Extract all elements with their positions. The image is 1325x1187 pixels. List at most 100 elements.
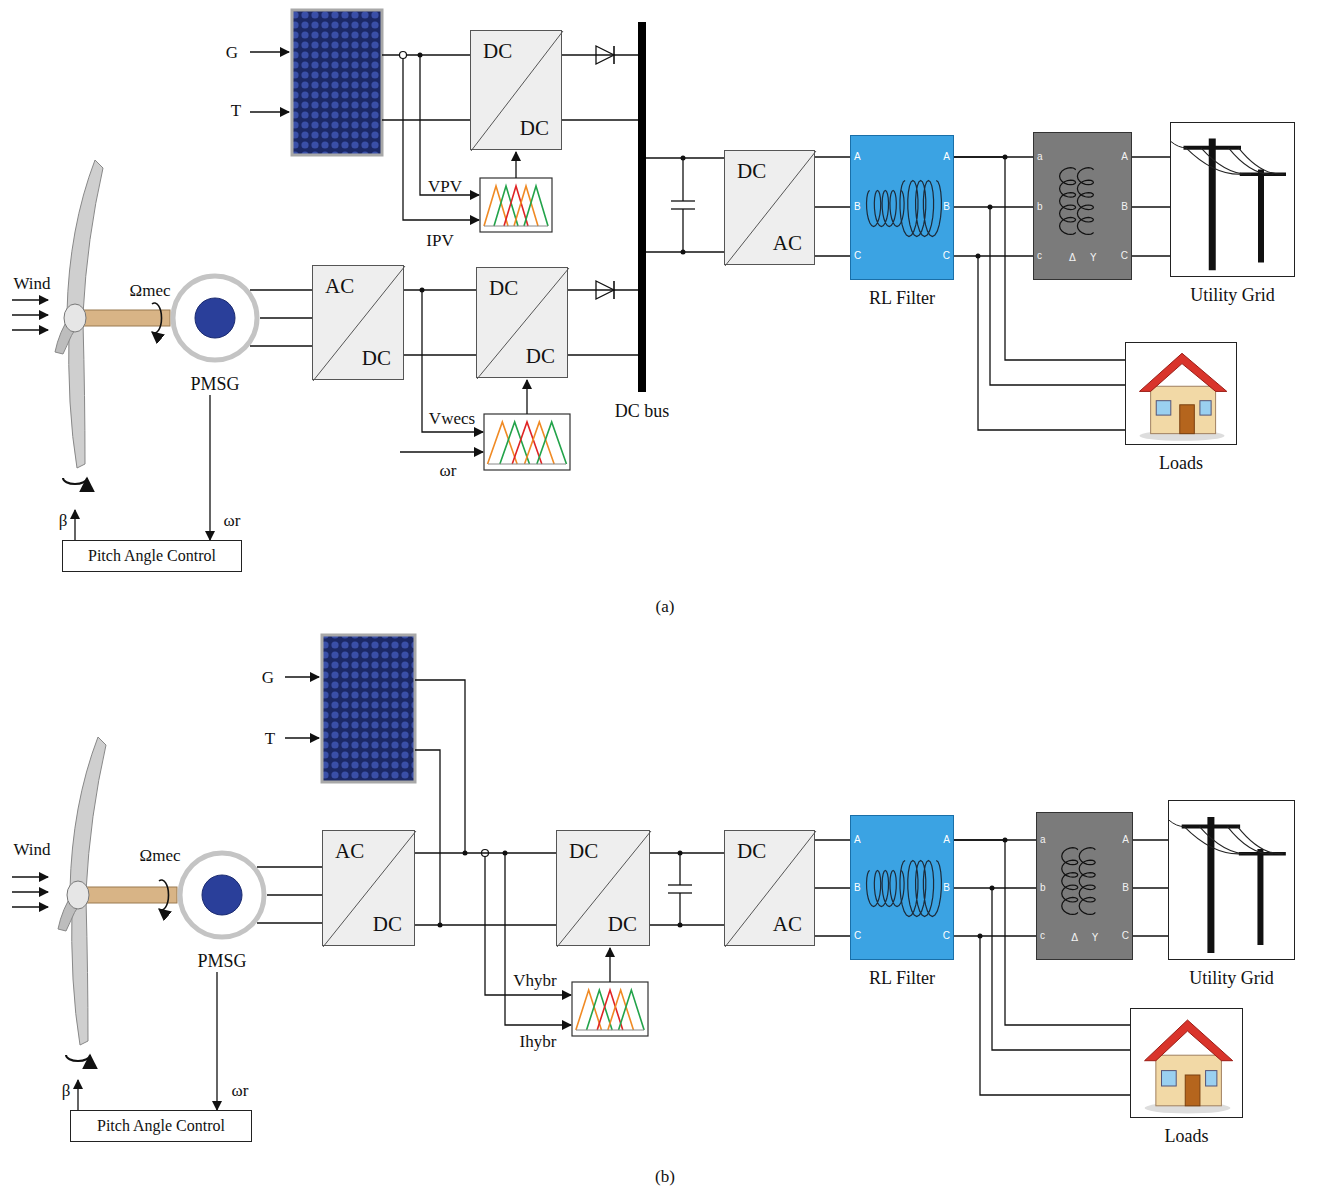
converter-box: DC DC (556, 830, 650, 946)
panel-caption: (b) (655, 1168, 675, 1185)
node-label: Pitch Angle Control (88, 548, 216, 564)
node-label: Loads (1165, 1127, 1209, 1145)
pmsg-generator: PMSG (170, 273, 260, 395)
drawing-part (488, 464, 566, 465)
power-connector (1133, 839, 1168, 840)
fuzzy-controller (480, 178, 552, 232)
voltage-signal: Vwecs (429, 410, 475, 427)
drawing-part (619, 990, 645, 1030)
wire (382, 119, 470, 120)
wire (954, 206, 1033, 207)
power-connector (415, 852, 556, 853)
speed-label: Ωmec (130, 282, 171, 299)
converter-box: DCDC (470, 30, 562, 150)
wire (568, 354, 638, 355)
wire (257, 866, 322, 867)
capacitor-symbol (671, 208, 695, 209)
wind-arrow (12, 329, 48, 330)
converter-box: AC DC (322, 830, 415, 946)
junction-dot (976, 254, 981, 259)
rl-filter: ABCABCRL Filter (850, 135, 954, 280)
terminal-label: Y (1090, 253, 1096, 263)
terminal-label: C (1122, 931, 1129, 941)
drawing-part (67, 160, 103, 314)
drawing-part (83, 310, 170, 326)
node-label: Utility Grid (1189, 969, 1274, 987)
sense-wire (403, 55, 479, 220)
capacitor-symbol (668, 884, 692, 885)
power-connector (260, 317, 312, 318)
pmsg-generator: PMSG (177, 850, 267, 972)
terminal-label: a (1040, 835, 1046, 845)
port-label: AC (773, 233, 802, 254)
capacitor-symbol (679, 893, 680, 925)
wire (250, 289, 312, 290)
drawing-part (70, 737, 106, 891)
junction-dot (990, 886, 995, 891)
voltage-signal: Vhybr (513, 972, 556, 989)
port-label: AC (335, 841, 364, 862)
port-label: DC (362, 348, 391, 369)
drawing-part (537, 422, 567, 464)
wire (250, 345, 312, 346)
load-house-art (1126, 343, 1238, 446)
converter-box: DCDC (476, 267, 568, 378)
wire (815, 206, 850, 207)
utility-grid: Utility Grid (1170, 122, 1295, 277)
capacitor-symbol (682, 158, 683, 201)
current-signal: IPV (426, 232, 453, 249)
power-connector (267, 894, 322, 895)
transformer: abcABCΔY (1036, 812, 1133, 960)
node-label: Pitch Angle Control (97, 1118, 225, 1134)
capacitor-symbol (671, 200, 695, 201)
input-arrow (285, 737, 319, 738)
port-label: DC (569, 841, 598, 862)
dc-bus-bar: DC bus (638, 22, 646, 392)
junction-dot (988, 205, 993, 210)
terminal-label: A (943, 835, 950, 845)
capacitor-symbol (668, 892, 692, 893)
node-label: Loads (1159, 454, 1203, 472)
speed-signal: ωr (440, 462, 457, 479)
port-label: DC (737, 161, 766, 182)
wire (404, 354, 476, 355)
wind-turbine (55, 160, 170, 484)
terminal-label: B (1122, 883, 1129, 893)
terminal-label: Δ (1071, 933, 1078, 943)
sense-wire (400, 451, 483, 452)
wire (257, 922, 322, 923)
drawing-part (69, 322, 85, 468)
node-label: PMSG (197, 952, 246, 970)
power-connector (562, 54, 638, 55)
port-label: DC (608, 914, 637, 935)
sensor-symbol (400, 52, 407, 59)
terminal-label: a (1037, 152, 1043, 162)
wind-arrow (12, 299, 48, 300)
wind-label: Wind (13, 841, 50, 858)
control-arrow (609, 948, 610, 982)
utility-grid: Utility Grid (1168, 800, 1295, 960)
terminal-label: A (854, 152, 861, 162)
drawing-part (572, 982, 648, 1036)
input-arrow (250, 51, 289, 52)
wire (1132, 206, 1170, 207)
terminal-label: C (943, 251, 950, 261)
input-arrow (285, 676, 319, 677)
drawing-part (524, 186, 548, 226)
rl-filter-art (851, 136, 955, 281)
load-house: Loads (1125, 342, 1237, 445)
input-arrow (250, 111, 289, 112)
pitch-angle-label: β (59, 512, 68, 529)
voltage-signal: VPV (428, 178, 462, 195)
junction-dot (678, 923, 683, 928)
node-label: Utility Grid (1190, 286, 1275, 304)
pitch-arrow (77, 1080, 78, 1110)
port-label: DC (373, 914, 402, 935)
irradiance-input: G (262, 669, 274, 686)
terminal-label: b (1037, 202, 1043, 212)
drawing-part (576, 1030, 644, 1031)
wire (382, 54, 470, 55)
wind-arrow (12, 891, 48, 892)
